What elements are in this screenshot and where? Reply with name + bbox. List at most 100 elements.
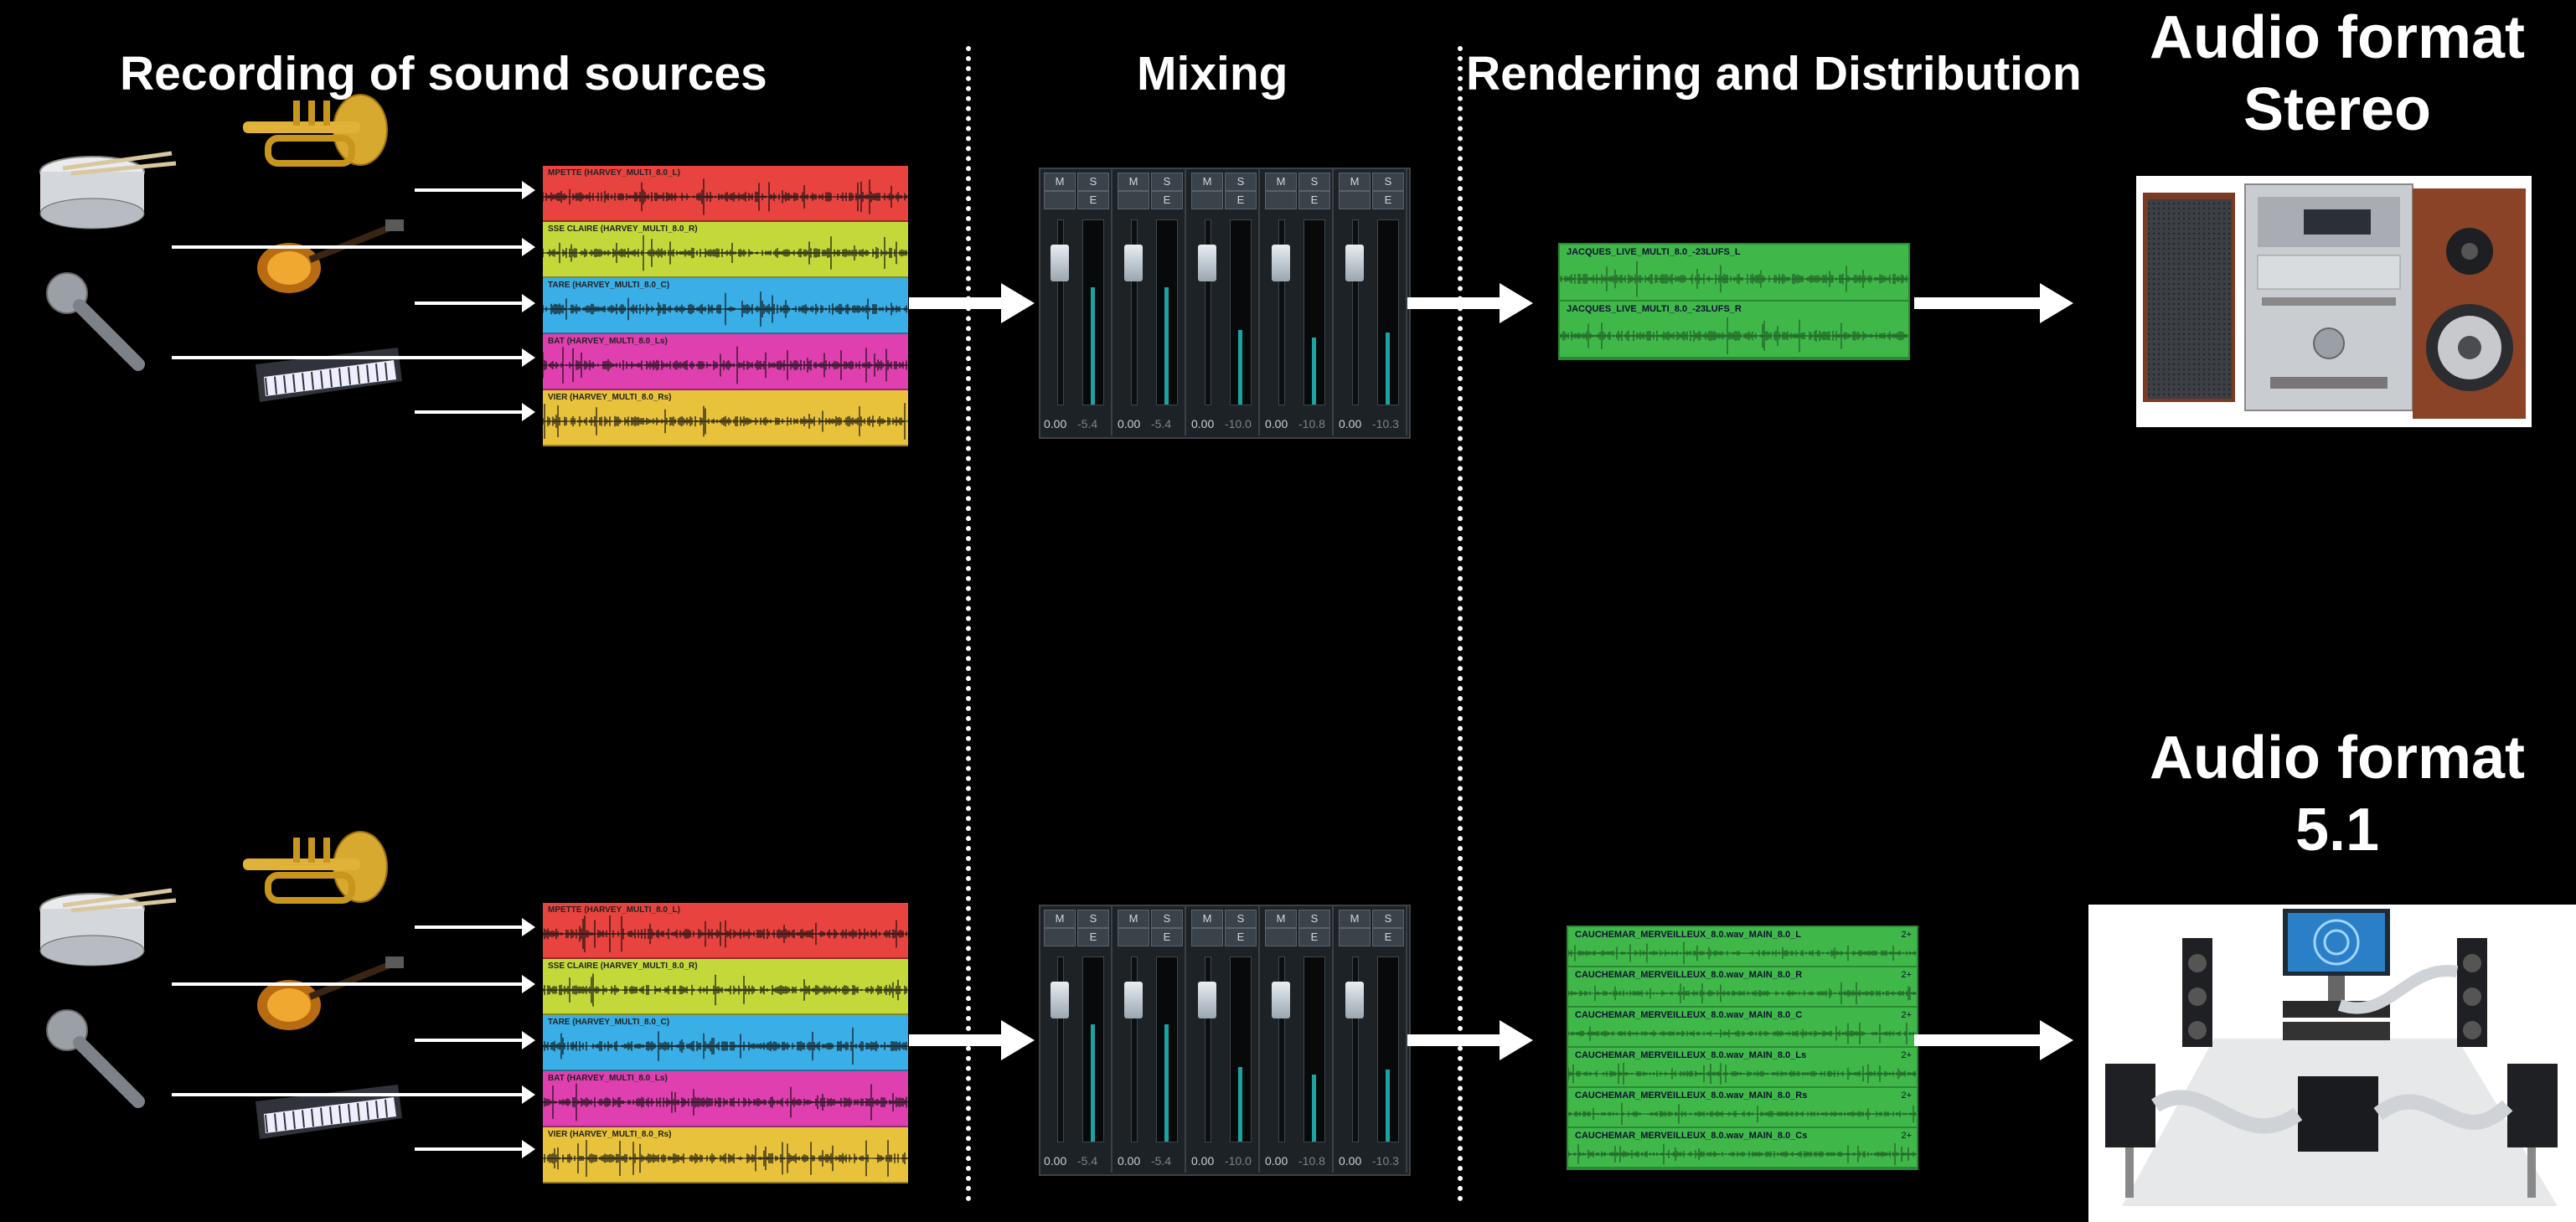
edit-button[interactable]: E bbox=[1077, 191, 1109, 209]
mute-button[interactable]: M bbox=[1191, 910, 1223, 928]
edit-button[interactable]: E bbox=[1372, 191, 1404, 209]
edit-button[interactable]: E bbox=[1151, 928, 1183, 946]
arrow-to-render bbox=[1407, 1020, 1533, 1060]
solo-button[interactable]: S bbox=[1372, 173, 1404, 191]
mute-button[interactable]: M bbox=[1118, 910, 1149, 928]
edit-button[interactable]: E bbox=[1151, 191, 1183, 209]
edit-button[interactable]: E bbox=[1372, 928, 1404, 946]
header-rendering: Rendering and Distribution bbox=[1466, 47, 2082, 101]
render-track: CAUCHEMAR_MERVEILLEUX_8.0.wav_MAIN_8.0_C… bbox=[1568, 1128, 1917, 1168]
blank-button bbox=[1265, 191, 1297, 209]
blank-button bbox=[1191, 928, 1223, 946]
rendered-waveform bbox=[1568, 982, 1917, 1005]
level-meter bbox=[1082, 956, 1104, 1142]
render-track-label: JACQUES_LIVE_MULTI_8.0_-23LUFS_R bbox=[1567, 304, 1742, 314]
fader-value: 0.00 bbox=[1044, 417, 1067, 431]
waveform bbox=[543, 1027, 908, 1065]
solo-button[interactable]: S bbox=[1151, 173, 1183, 191]
render-track: CAUCHEMAR_MERVEILLEUX_8.0.wav_MAIN_8.0_C… bbox=[1568, 1008, 1917, 1048]
mute-button[interactable]: M bbox=[1044, 910, 1076, 928]
fader-value: 0.00 bbox=[1265, 417, 1288, 431]
fader-handle[interactable] bbox=[1124, 982, 1143, 1018]
render-track-tag: 2+ bbox=[1901, 1050, 1912, 1060]
fader-track bbox=[1352, 219, 1359, 405]
snare-drum-icon bbox=[21, 147, 180, 243]
fader-track bbox=[1205, 219, 1211, 405]
solo-button[interactable]: S bbox=[1372, 910, 1404, 928]
track-lane: BAT (HARVEY_MULTI_8.0_Ls) bbox=[543, 1071, 908, 1127]
rendered-waveform bbox=[1568, 1102, 1917, 1126]
trumpet-icon bbox=[235, 92, 402, 197]
input-arrow-1 bbox=[415, 918, 535, 936]
mute-button[interactable]: M bbox=[1265, 910, 1297, 928]
waveform bbox=[543, 1083, 908, 1121]
blank-button bbox=[1339, 928, 1371, 946]
microphone-icon bbox=[42, 1005, 151, 1118]
header-recording: Recording of sound sources bbox=[120, 47, 767, 101]
level-meter bbox=[1230, 956, 1252, 1142]
fader-handle[interactable] bbox=[1272, 245, 1290, 281]
solo-button[interactable]: S bbox=[1225, 173, 1257, 191]
arrow-to-render bbox=[1407, 283, 1533, 323]
fader-handle[interactable] bbox=[1051, 245, 1069, 281]
mute-button[interactable]: M bbox=[1339, 173, 1371, 191]
mute-button[interactable]: M bbox=[1044, 173, 1076, 191]
fader-value: 0.00 bbox=[1339, 417, 1362, 431]
mute-button[interactable]: M bbox=[1191, 173, 1223, 191]
arrow-to-device bbox=[1914, 283, 2073, 323]
fader-handle[interactable] bbox=[1198, 982, 1216, 1018]
fader-handle[interactable] bbox=[1345, 245, 1364, 281]
fader-value: 0.00 bbox=[1118, 417, 1141, 431]
blank-button bbox=[1044, 928, 1076, 946]
format-title-surround-line1: Audio format bbox=[2150, 724, 2525, 791]
input-arrow-4 bbox=[172, 1085, 535, 1104]
solo-button[interactable]: S bbox=[1298, 173, 1330, 191]
rendered-output: CAUCHEMAR_MERVEILLEUX_8.0.wav_MAIN_8.0_L… bbox=[1567, 926, 1918, 1170]
fader-handle[interactable] bbox=[1272, 982, 1290, 1018]
track-label: BAT (HARVEY_MULTI_8.0_Ls) bbox=[548, 337, 668, 346]
fader-track bbox=[1057, 956, 1064, 1142]
hifi-stereo-icon bbox=[2136, 176, 2532, 427]
track-lane: TARE (HARVEY_MULTI_8.0_C) bbox=[543, 278, 908, 334]
track-lane: BAT (HARVEY_MULTI_8.0_Ls) bbox=[543, 334, 908, 390]
format-title-surround-line2: 5.1 bbox=[2295, 797, 2380, 864]
waveform bbox=[543, 291, 908, 327]
edit-button[interactable]: E bbox=[1298, 191, 1330, 209]
fader-handle[interactable] bbox=[1124, 245, 1143, 281]
rendered-waveform bbox=[1568, 1022, 1917, 1045]
solo-button[interactable]: S bbox=[1151, 910, 1183, 928]
waveform bbox=[543, 235, 908, 271]
solo-button[interactable]: S bbox=[1077, 173, 1109, 191]
meter-level bbox=[1312, 1075, 1316, 1142]
fader-handle[interactable] bbox=[1345, 982, 1364, 1018]
format-title-stereo: Audio format Stereo bbox=[2119, 2, 2555, 146]
solo-button[interactable]: S bbox=[1077, 910, 1109, 928]
blank-button bbox=[1339, 191, 1371, 209]
snare-drum-icon bbox=[21, 884, 180, 980]
fader-value: 0.00 bbox=[1191, 1154, 1215, 1168]
edit-button[interactable]: E bbox=[1225, 928, 1257, 946]
edit-button[interactable]: E bbox=[1077, 928, 1109, 946]
input-arrow-2 bbox=[172, 238, 535, 256]
input-arrow-5 bbox=[415, 403, 535, 421]
meter-value: -5.4 bbox=[1151, 1154, 1172, 1168]
rendered-waveform bbox=[1568, 1062, 1917, 1085]
stereo-system-image bbox=[2136, 176, 2532, 427]
edit-button[interactable]: E bbox=[1225, 191, 1257, 209]
fader-handle[interactable] bbox=[1051, 982, 1069, 1018]
edit-button[interactable]: E bbox=[1298, 928, 1330, 946]
fader-track bbox=[1057, 219, 1064, 405]
mute-button[interactable]: M bbox=[1265, 173, 1297, 191]
mute-button[interactable]: M bbox=[1339, 910, 1371, 928]
render-track-tag: 2+ bbox=[1901, 970, 1912, 980]
mute-button[interactable]: M bbox=[1118, 173, 1149, 191]
meter-value: -5.4 bbox=[1077, 1154, 1098, 1168]
meter-level bbox=[1386, 333, 1390, 405]
solo-button[interactable]: S bbox=[1225, 910, 1257, 928]
header-mixing: Mixing bbox=[1137, 47, 1288, 101]
solo-button[interactable]: S bbox=[1298, 910, 1330, 928]
fader-handle[interactable] bbox=[1198, 245, 1216, 281]
